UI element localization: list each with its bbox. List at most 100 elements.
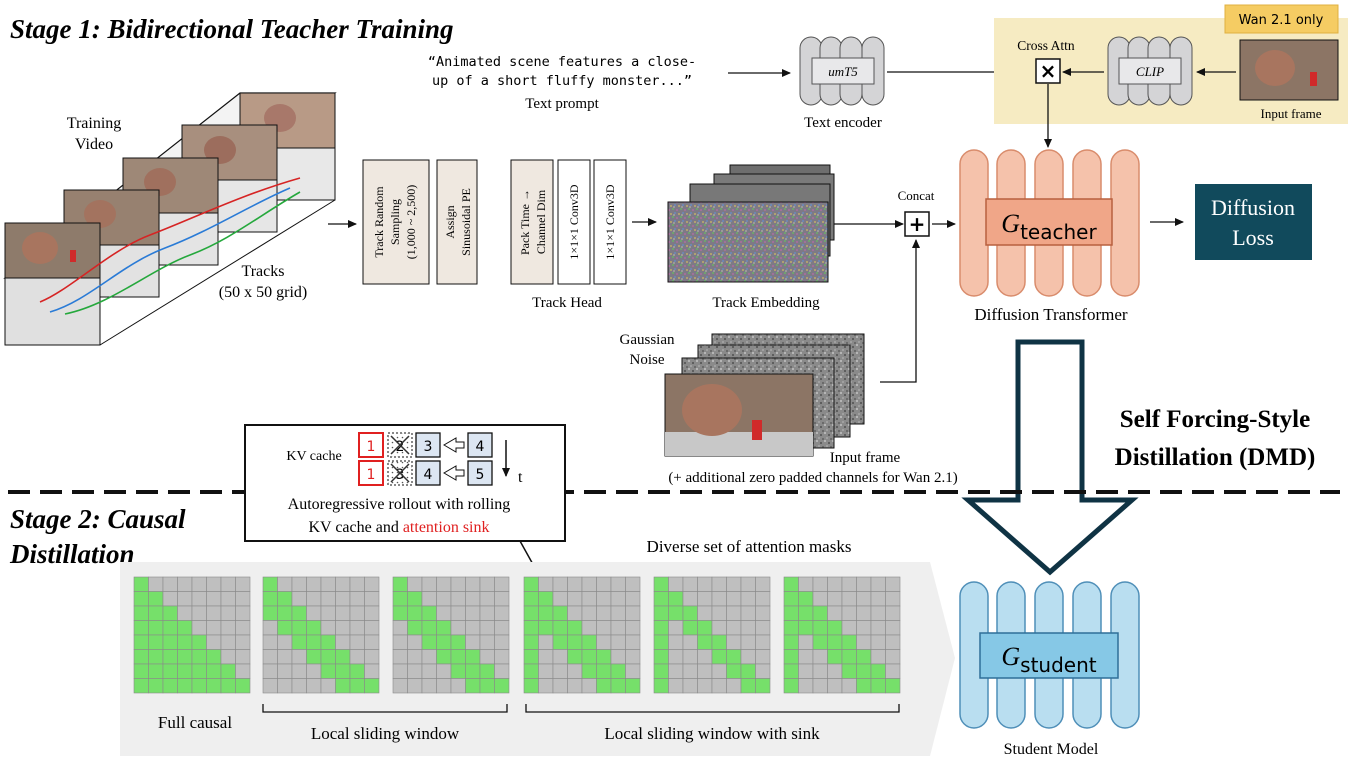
mask-cell xyxy=(479,663,495,679)
mask-cell xyxy=(177,649,193,665)
mask-cell xyxy=(436,678,452,694)
attention-mask-2 xyxy=(262,576,380,694)
mask-cell xyxy=(335,591,351,607)
mask-cell xyxy=(856,576,872,592)
mask-cell xyxy=(407,678,423,694)
mask-cell xyxy=(523,634,539,650)
mask-cell xyxy=(262,620,278,636)
mask-cell xyxy=(711,634,727,650)
kv-r1-sink-label: 1 xyxy=(367,439,376,455)
mask-cell xyxy=(682,649,698,665)
mask-cell xyxy=(392,634,408,650)
arrow-noise-to-concat xyxy=(880,239,920,383)
mask-cell xyxy=(827,634,843,650)
mask-cell xyxy=(335,576,351,592)
mask-cell xyxy=(885,576,901,592)
mask-cell xyxy=(148,663,164,679)
mask-cell xyxy=(653,576,669,592)
mask-cell xyxy=(885,591,901,607)
kv-r2-arrow xyxy=(443,465,465,481)
mask-cell xyxy=(740,634,756,650)
mask-cell xyxy=(407,576,423,592)
mask-cell xyxy=(392,649,408,665)
mask-cell xyxy=(581,634,597,650)
mask-cell xyxy=(668,649,684,665)
mask-cell xyxy=(653,663,669,679)
mask-cell xyxy=(596,634,612,650)
text-encoder-label: Text encoder xyxy=(804,115,882,131)
mask-cell xyxy=(133,649,149,665)
mask-cell xyxy=(798,576,814,592)
mask-cell xyxy=(726,678,742,694)
mask-cell xyxy=(827,678,843,694)
mask-cell xyxy=(320,576,336,592)
mask-cell xyxy=(668,678,684,694)
mask-cell xyxy=(552,649,568,665)
mask-cell xyxy=(711,605,727,621)
mask-cell xyxy=(162,620,178,636)
mask-cell xyxy=(262,576,278,592)
mask-cell xyxy=(711,663,727,679)
mask-cell xyxy=(320,678,336,694)
mask-cell xyxy=(392,591,408,607)
mask-cell xyxy=(567,620,583,636)
mask-cell xyxy=(235,576,251,592)
kv-r2-cache-4 xyxy=(415,460,441,486)
mask-cell xyxy=(610,634,626,650)
mask-cell xyxy=(235,620,251,636)
mask-cell xyxy=(465,634,481,650)
concat-node xyxy=(904,211,930,237)
mask-cell xyxy=(798,649,814,665)
sinusoidal-pe-line-1: Assign xyxy=(443,205,457,238)
mask-cell xyxy=(320,591,336,607)
mask-label-local-sink: Local sliding window with sink xyxy=(604,724,820,743)
mask-cell xyxy=(291,591,307,607)
mask-cell xyxy=(364,605,380,621)
mask-cell xyxy=(335,634,351,650)
mask-cell xyxy=(235,605,251,621)
track-head-label: Track Head xyxy=(532,295,602,311)
mask-cell xyxy=(538,663,554,679)
prompt-label: Text prompt xyxy=(525,96,599,112)
mask-cell xyxy=(392,576,408,592)
mask-cell xyxy=(450,663,466,679)
mask-cell xyxy=(856,591,872,607)
mask-cell xyxy=(220,678,236,694)
mask-cell xyxy=(798,620,814,636)
kv-r2-new xyxy=(467,460,493,486)
mask-cell xyxy=(392,663,408,679)
mask-cell xyxy=(755,620,771,636)
diffusion-loss-line-2: Loss xyxy=(1232,225,1274,250)
mask-cell xyxy=(610,591,626,607)
mask-cell xyxy=(450,576,466,592)
mask-cell xyxy=(320,634,336,650)
mask-cell xyxy=(812,634,828,650)
mask-cell xyxy=(668,591,684,607)
mask-cell xyxy=(349,620,365,636)
mask-cell xyxy=(668,605,684,621)
mask-cell xyxy=(682,591,698,607)
track-sampling-box xyxy=(362,159,430,285)
student-model-block xyxy=(959,581,1140,729)
mask-cell xyxy=(177,605,193,621)
mask-cell xyxy=(755,576,771,592)
mask-cell xyxy=(538,576,554,592)
kv-caption-2-highlight: attention sink xyxy=(403,519,490,536)
mask-cell xyxy=(349,576,365,592)
mask-cell xyxy=(755,663,771,679)
mask-cell xyxy=(567,649,583,665)
mask-cell xyxy=(697,663,713,679)
kv-time-label: t xyxy=(518,469,523,486)
mask-cell xyxy=(783,663,799,679)
mask-cell xyxy=(798,678,814,694)
mask-cell xyxy=(235,634,251,650)
conv3d-label-2: 1×1×1 Conv3D xyxy=(603,184,617,260)
mask-cell xyxy=(148,634,164,650)
mask-cell xyxy=(306,634,322,650)
mask-cell xyxy=(421,576,437,592)
mask-cell xyxy=(783,591,799,607)
mask-cell xyxy=(885,678,901,694)
mask-cell xyxy=(220,649,236,665)
mask-cell xyxy=(407,620,423,636)
mask-cell xyxy=(421,663,437,679)
